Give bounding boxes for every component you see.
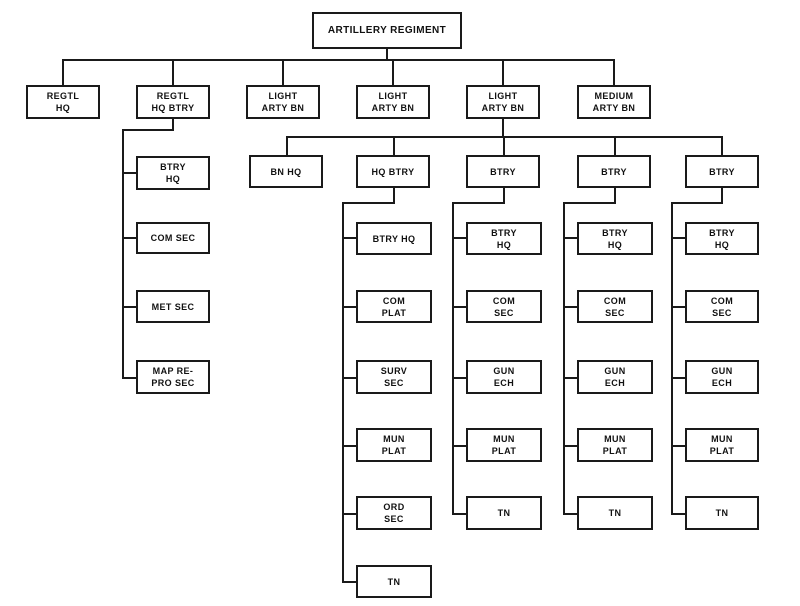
connector-line bbox=[452, 445, 466, 447]
btry-1-section-tn: TN bbox=[466, 496, 542, 530]
btry-1-section-mun-plat: MUN PLAT bbox=[466, 428, 542, 462]
bn-hq-btry-section-btry-hq: BTRY HQ bbox=[356, 222, 432, 255]
btry-2-section-com-sec: COM SEC bbox=[577, 290, 653, 323]
connector-line bbox=[392, 59, 394, 86]
connector-line bbox=[452, 237, 466, 239]
btry-2-section-btry-hq: BTRY HQ bbox=[577, 222, 653, 255]
connector-line bbox=[342, 513, 356, 515]
connector-line bbox=[122, 306, 136, 308]
btry-1-section-btry-hq: BTRY HQ bbox=[466, 222, 542, 255]
btry-2-section-gun-ech: GUN ECH bbox=[577, 360, 653, 394]
connector-line bbox=[342, 581, 356, 583]
connector-line bbox=[452, 377, 466, 379]
btry-3-section-tn: TN bbox=[685, 496, 759, 530]
connector-line bbox=[563, 237, 577, 239]
connector-line bbox=[172, 118, 174, 130]
connector-line bbox=[452, 306, 466, 308]
btry-2-section-mun-plat: MUN PLAT bbox=[577, 428, 653, 462]
connector-line bbox=[502, 118, 504, 137]
connector-line bbox=[671, 377, 685, 379]
light-arty-bn-box-1: LIGHT ARTY BN bbox=[246, 85, 320, 119]
bn-hq-btry-section-tn: TN bbox=[356, 565, 432, 598]
connector-line bbox=[671, 202, 673, 514]
connector-line bbox=[62, 59, 614, 61]
bn-hq-btry-section-mun-plat: MUN PLAT bbox=[356, 428, 432, 462]
regtl-hq-box: REGTL HQ bbox=[26, 85, 100, 119]
connector-line bbox=[122, 172, 136, 174]
btry-box-3: BTRY bbox=[685, 155, 759, 188]
connector-line bbox=[503, 188, 505, 203]
btry-3-section-mun-plat: MUN PLAT bbox=[685, 428, 759, 462]
connector-line bbox=[342, 202, 395, 204]
connector-line bbox=[386, 48, 388, 60]
connector-line bbox=[452, 202, 454, 514]
hq-btry-section-com-sec: COM SEC bbox=[136, 222, 210, 254]
btry-3-section-btry-hq: BTRY HQ bbox=[685, 222, 759, 255]
connector-line bbox=[721, 188, 723, 203]
connector-line bbox=[563, 513, 577, 515]
medium-arty-bn-box: MEDIUM ARTY BN bbox=[577, 85, 651, 119]
connector-line bbox=[503, 136, 505, 156]
btry-3-section-com-sec: COM SEC bbox=[685, 290, 759, 323]
connector-line bbox=[452, 513, 466, 515]
connector-line bbox=[393, 188, 395, 203]
bn-hq-btry-section-com-plat: COM PLAT bbox=[356, 290, 432, 323]
bn-hq-box: BN HQ bbox=[249, 155, 323, 188]
connector-line bbox=[671, 306, 685, 308]
connector-line bbox=[122, 377, 136, 379]
bn-hq-btry-section-surv-sec: SURV SEC bbox=[356, 360, 432, 394]
connector-line bbox=[671, 445, 685, 447]
connector-line bbox=[342, 377, 356, 379]
connector-line bbox=[342, 445, 356, 447]
connector-line bbox=[122, 129, 124, 379]
connector-line bbox=[563, 306, 577, 308]
connector-line bbox=[62, 59, 64, 86]
bn-hq-btry-box: HQ BTRY bbox=[356, 155, 430, 188]
connector-line bbox=[671, 202, 723, 204]
regtl-hq-btry-box: REGTL HQ BTRY bbox=[136, 85, 210, 119]
hq-btry-section-map-repro-sec: MAP RE- PRO SEC bbox=[136, 360, 210, 394]
btry-2-section-tn: TN bbox=[577, 496, 653, 530]
light-arty-bn-box-2: LIGHT ARTY BN bbox=[356, 85, 430, 119]
connector-line bbox=[502, 59, 504, 86]
connector-line bbox=[614, 136, 616, 156]
btry-1-section-gun-ech: GUN ECH bbox=[466, 360, 542, 394]
connector-line bbox=[122, 237, 136, 239]
connector-line bbox=[172, 59, 174, 86]
artillery-regiment-box: ARTILLERY REGIMENT bbox=[312, 12, 462, 49]
connector-line bbox=[393, 136, 395, 156]
btry-box-2: BTRY bbox=[577, 155, 651, 188]
connector-line bbox=[671, 513, 685, 515]
btry-1-section-com-sec: COM SEC bbox=[466, 290, 542, 323]
connector-line bbox=[342, 202, 344, 582]
light-arty-bn-box-3: LIGHT ARTY BN bbox=[466, 85, 540, 119]
hq-btry-section-met-sec: MET SEC bbox=[136, 290, 210, 323]
connector-line bbox=[721, 136, 723, 156]
btry-3-section-gun-ech: GUN ECH bbox=[685, 360, 759, 394]
hq-btry-section-btry-hq: BTRY HQ bbox=[136, 156, 210, 190]
connector-line bbox=[286, 136, 288, 156]
connector-line bbox=[614, 188, 616, 203]
connector-line bbox=[563, 445, 577, 447]
connector-line bbox=[563, 202, 616, 204]
btry-box-1: BTRY bbox=[466, 155, 540, 188]
connector-line bbox=[342, 237, 356, 239]
connector-line bbox=[613, 59, 615, 86]
connector-line bbox=[563, 202, 565, 514]
connector-line bbox=[282, 59, 284, 86]
connector-line bbox=[671, 237, 685, 239]
connector-line bbox=[122, 129, 174, 131]
connector-line bbox=[452, 202, 505, 204]
connector-line bbox=[342, 306, 356, 308]
bn-hq-btry-section-ord-sec: ORD SEC bbox=[356, 496, 432, 530]
connector-line bbox=[563, 377, 577, 379]
